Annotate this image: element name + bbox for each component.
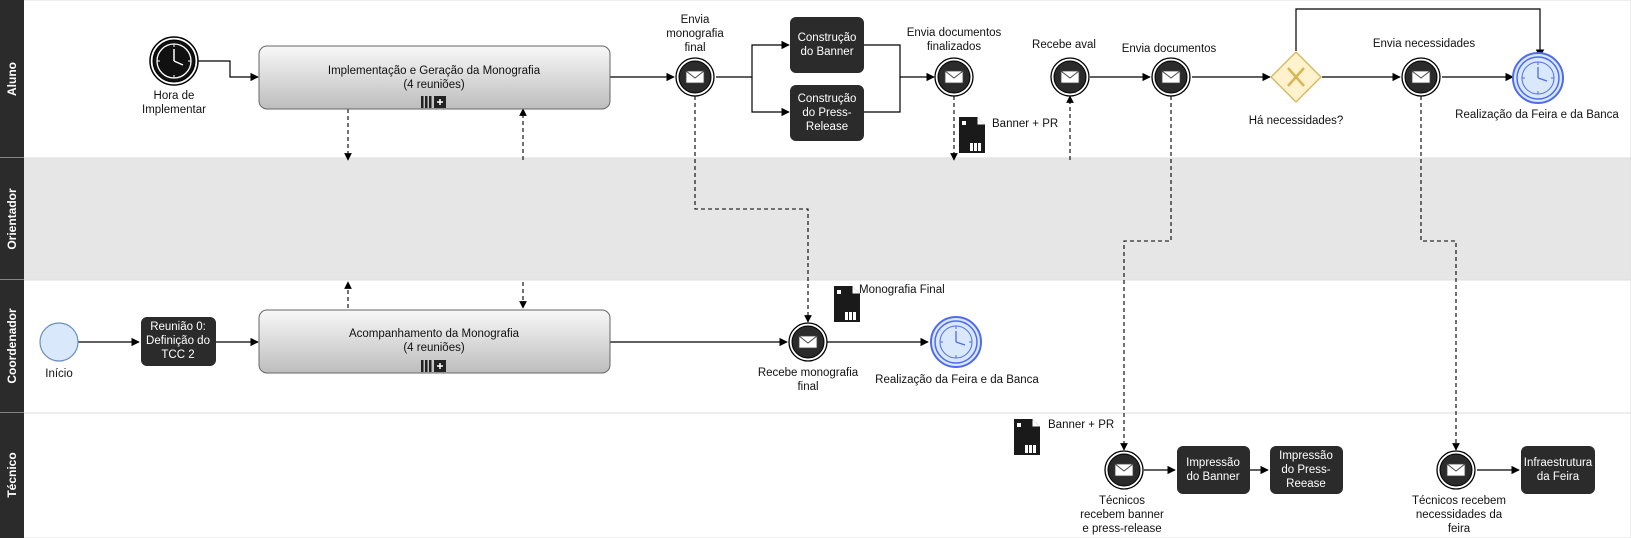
recebem-nec-label-1: Técnicos recebem	[1412, 495, 1506, 507]
recebe-aval-label: Recebe aval	[1032, 39, 1096, 51]
document-icon-banner-pr	[958, 116, 986, 154]
recebe-aval-event[interactable]	[1050, 57, 1090, 97]
start-label: Início	[45, 368, 73, 380]
task-press-line3: Release	[806, 121, 848, 133]
timer-label-line1: Hora de	[154, 90, 195, 102]
start-event[interactable]	[39, 322, 79, 362]
envelope-icon	[1436, 450, 1476, 490]
recebe-mono-label-2: final	[797, 381, 818, 393]
envelope-icon	[675, 57, 715, 97]
end-label-coordenador: Realização da Feira e da Banca	[875, 374, 1039, 386]
task-impressao-press[interactable]: Impressão do Press- Reease	[1270, 446, 1343, 494]
lane-label-orientador: Orientador	[5, 188, 19, 250]
subprocess-implementacao-title: Implementação e Geração da Monografia	[328, 65, 541, 77]
task-infraestrutura[interactable]: Infraestrutura da Feira	[1521, 446, 1595, 494]
envelope-icon	[1050, 57, 1090, 97]
document-icon-monografia	[833, 285, 861, 323]
lane-label-aluno: Aluno	[5, 62, 19, 96]
recebem-nec-label-2: necessidades da	[1416, 509, 1503, 521]
task-banner-line2: do Banner	[800, 46, 853, 58]
envelope-icon	[934, 57, 974, 97]
task-press-line1: Construção	[798, 93, 857, 105]
envelope-icon	[1104, 450, 1144, 490]
timer-end-icon	[1512, 52, 1564, 104]
timer-label-line2: Implementar	[142, 104, 206, 116]
task-reuniao-line3: TCC 2	[161, 349, 194, 361]
recebe-mono-label-1: Recebe monografia	[758, 367, 859, 379]
doc-banner-pr-label: Banner + PR	[992, 118, 1058, 130]
recebem-label-2: recebem banner	[1080, 509, 1164, 521]
envia-mono-label-3: final	[684, 42, 705, 54]
task-imp-press-line1: Impressão	[1279, 450, 1333, 462]
gateway-x-icon	[1287, 67, 1305, 87]
recebem-nec-label-3: feira	[1448, 523, 1471, 535]
doc-banner-pr-tecnico-label: Banner + PR	[1048, 419, 1114, 431]
timer-end-icon	[930, 316, 982, 368]
recebem-label-3: e press-release	[1082, 523, 1161, 535]
doc-monografia-label: Monografia Final	[859, 284, 945, 296]
gateway-label: Há necessidades?	[1249, 115, 1344, 127]
recebe-monografia-event[interactable]	[788, 322, 828, 362]
envia-docs-label: Envia documentos	[1122, 43, 1217, 55]
document-icon-banner-pr-tecnico	[1013, 418, 1041, 456]
envia-necessidades-label: Envia necessidades	[1373, 38, 1476, 50]
subprocess-acompanhamento[interactable]: Acompanhamento da Monografia (4 reuniões…	[258, 309, 611, 374]
exclusive-gateway[interactable]	[1270, 51, 1322, 103]
sequence-flows	[78, 8, 1545, 475]
envia-docs-finalizados-event[interactable]	[934, 57, 974, 97]
end-event-coordenador[interactable]	[930, 316, 982, 368]
subprocess-implementacao-sub: (4 reuniões)	[403, 79, 465, 91]
lane-orientador: Orientador	[0, 157, 1631, 281]
recebem-label-1: Técnicos	[1099, 495, 1145, 507]
task-construcao-press-release[interactable]: Construção do Press- Release	[790, 85, 864, 141]
task-imp-banner-line1: Impressão	[1186, 457, 1240, 469]
task-impressao-banner[interactable]: Impressão do Banner	[1177, 446, 1250, 494]
envia-mono-label-2: monografia	[666, 28, 724, 40]
envia-docs-fin-label-1: Envia documentos	[907, 27, 1002, 39]
task-reuniao-0[interactable]: Reunião 0: Definição do TCC 2	[141, 317, 216, 366]
tecnicos-recebem-necessidades-event[interactable]	[1436, 450, 1476, 490]
task-reuniao-line2: Definição do	[146, 335, 210, 347]
tecnicos-recebem-event[interactable]	[1104, 450, 1144, 490]
envelope-icon	[1151, 57, 1191, 97]
task-infra-line1: Infraestrutura	[1524, 457, 1593, 469]
envia-documentos-event[interactable]	[1151, 57, 1191, 97]
timer-start-event[interactable]	[149, 36, 199, 86]
task-imp-press-line3: Reease	[1286, 478, 1326, 490]
envia-docs-fin-label-2: finalizados	[927, 41, 982, 53]
envelope-icon	[1401, 57, 1441, 97]
task-banner-line1: Construção	[798, 32, 857, 44]
lane-label-tecnico: Técnico	[5, 452, 19, 497]
subprocess-implementacao[interactable]: Implementação e Geração da Monografia (4…	[258, 45, 611, 110]
envia-necessidades-event[interactable]	[1401, 57, 1441, 97]
task-infra-line2: da Feira	[1537, 471, 1580, 483]
lane-tecnico: Técnico	[0, 412, 1631, 538]
task-construcao-banner[interactable]: Construção do Banner	[790, 17, 864, 73]
task-imp-press-line2: do Press-	[1281, 464, 1330, 476]
task-reuniao-line1: Reunião 0:	[150, 321, 206, 333]
envelope-icon	[788, 322, 828, 362]
end-label-aluno: Realização da Feira e da Banca	[1455, 109, 1619, 121]
envia-mono-label-1: Envia	[681, 14, 710, 26]
task-imp-banner-line2: do Banner	[1186, 471, 1239, 483]
end-event-aluno[interactable]	[1512, 52, 1564, 104]
task-press-line2: do Press-	[802, 107, 851, 119]
envia-monografia-event[interactable]	[675, 57, 715, 97]
lane-label-coordenador: Coordenador	[5, 308, 19, 384]
subprocess-acompanhamento-sub: (4 reuniões)	[403, 342, 465, 354]
subprocess-acompanhamento-title: Acompanhamento da Monografia	[349, 328, 520, 340]
message-flows	[344, 95, 1460, 451]
